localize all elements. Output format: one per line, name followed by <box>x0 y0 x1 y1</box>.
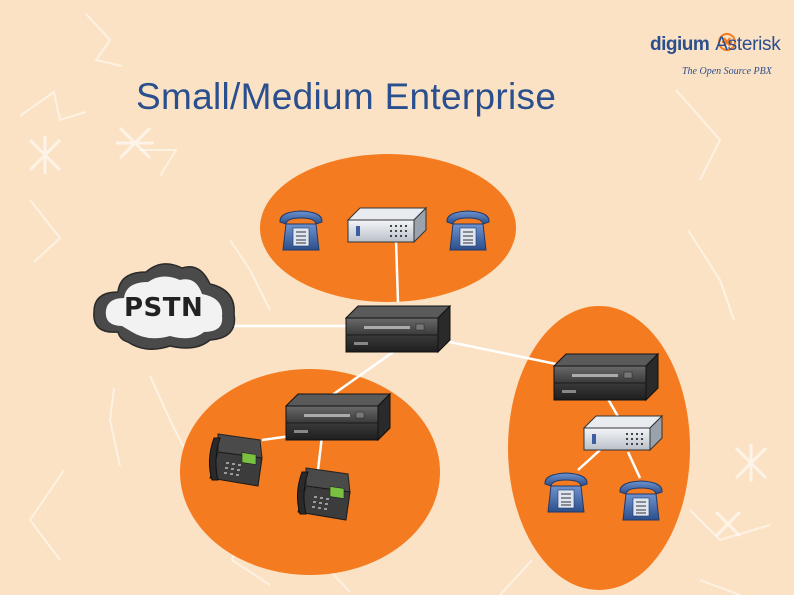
logo-product: Asterisk <box>715 34 780 56</box>
rack-server-icon-center <box>346 306 450 352</box>
pbx-box-icon-right <box>584 416 662 450</box>
ip-phone-icon-2 <box>297 468 350 520</box>
digium-asterisk-logo: digium Asterisk The Open Source PBX <box>650 30 770 82</box>
rack-server-icon-right <box>554 354 658 400</box>
pstn-label: PSTN <box>124 293 203 323</box>
logo-brand: digium <box>650 34 709 56</box>
ip-phone-icon-1 <box>209 434 262 486</box>
page-title: Small/Medium Enterprise <box>136 76 556 118</box>
desk-phone-icon-top-left <box>280 211 322 250</box>
logo-tagline: The Open Source PBX <box>682 66 772 77</box>
desk-phone-icon-right-2 <box>620 481 662 520</box>
pbx-box-icon-top <box>348 208 426 242</box>
desk-phone-icon-top-right <box>447 211 489 250</box>
desk-phone-icon-right-1 <box>545 473 587 512</box>
rack-server-icon-bottom-left <box>286 394 390 440</box>
